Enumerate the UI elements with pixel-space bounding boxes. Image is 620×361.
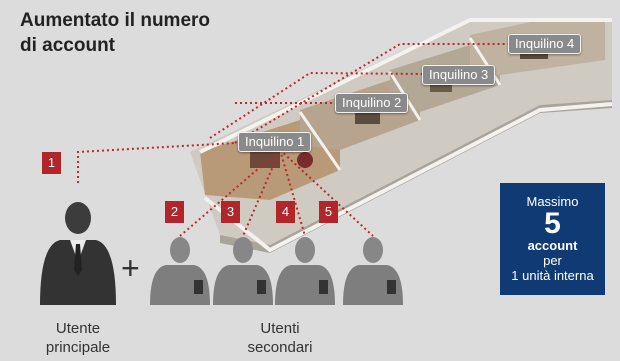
connector-2: [179, 149, 281, 237]
secondary-user-icon-4: [343, 237, 403, 305]
number-badge-5: 5: [319, 201, 338, 223]
plus-sign: +: [121, 250, 140, 286]
info-line-5: 1 unità interna: [511, 268, 594, 283]
secondary-user-icon-1: [150, 237, 210, 305]
main-user-label: Utente principale: [28, 319, 128, 357]
info-line-4: per: [543, 253, 562, 268]
page-title: Aumentato il numero di account: [20, 8, 210, 58]
secondary-users-label: Utenti secondari: [220, 319, 340, 357]
info-line-1: Massimo: [526, 194, 579, 209]
number-badge-2: 2: [165, 201, 184, 223]
number-badge-4: 4: [276, 201, 295, 223]
number-badge-3: 3: [221, 201, 240, 223]
title-line-1: Aumentato il numero: [20, 10, 211, 31]
main-user-icon: [40, 202, 116, 305]
connector-lines: [77, 43, 510, 237]
number-badge-1: 1: [42, 152, 61, 174]
info-count: 5: [544, 207, 561, 240]
tenant-tag-2: Inquilino 2: [335, 93, 409, 113]
main-user-label-line-1: Utente: [55, 320, 101, 337]
tenant-tag-1: Inquilino 1: [238, 132, 312, 152]
connector-tenant-3: [209, 71, 425, 139]
connector-1: [77, 142, 236, 183]
main-user-label-line-2: principale: [45, 339, 111, 356]
tenant-tag-3: Inquilino 3: [422, 65, 496, 85]
connector-5: [279, 149, 374, 237]
secondary-user-icon-3: [275, 237, 335, 305]
max-accounts-box: Massimo 5 account per 1 unità interna: [500, 183, 605, 295]
title-line-2: di account: [20, 35, 116, 56]
connector-tenant-4: [234, 43, 510, 144]
secondary-user-icon-2: [213, 237, 273, 305]
secondary-users-label-line-2: secondari: [247, 339, 313, 356]
info-line-3: account: [527, 238, 578, 253]
connector-3: [242, 149, 281, 237]
secondary-users-label-line-1: Utenti: [260, 320, 300, 337]
tenant-tag-4: Inquilino 4: [508, 34, 582, 54]
